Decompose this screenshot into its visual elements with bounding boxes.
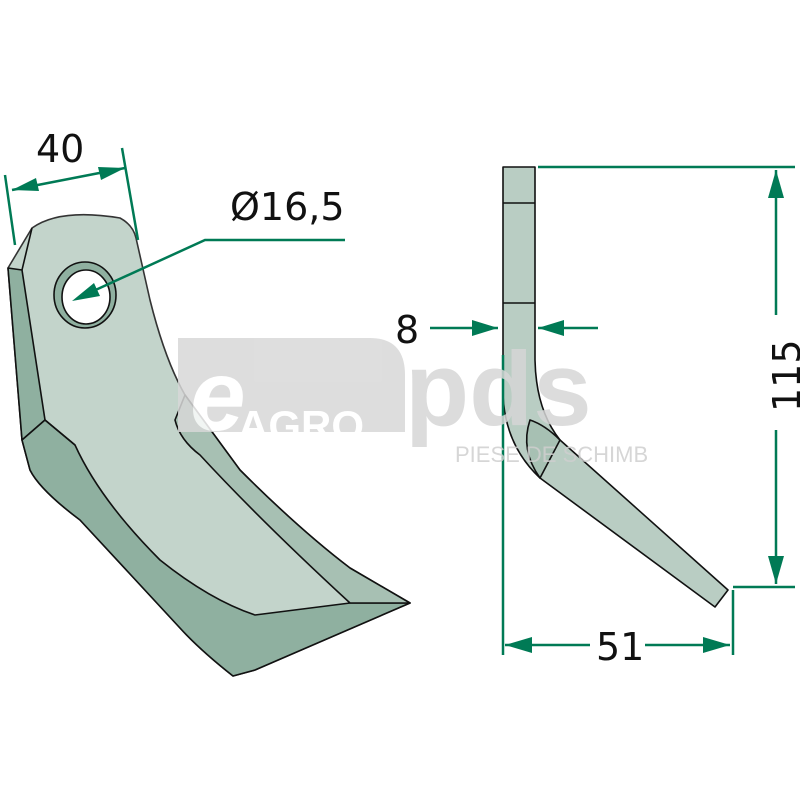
dimension-thickness: 8: [395, 308, 598, 352]
dimension-hole-label: Ø16,5: [230, 185, 345, 229]
watermark-pds: pds: [405, 331, 592, 448]
dimension-thickness-label: 8: [395, 308, 419, 352]
watermark-agro: AGRO: [238, 402, 364, 449]
dimension-hole: Ø16,5: [72, 185, 345, 301]
blade-side-view: [502, 166, 729, 608]
dimension-width: 40: [3, 127, 140, 246]
dimension-offset: 51: [501, 355, 735, 669]
dimension-offset-label: 51: [596, 625, 644, 669]
dimension-width-label: 40: [36, 127, 84, 171]
watermark-e: e: [190, 340, 246, 452]
dimension-height: 115: [538, 165, 800, 589]
watermark-logo: e AGRO pds PIESE DE SCHIMB: [178, 331, 648, 467]
dimension-height-label: 115: [765, 339, 800, 412]
watermark-tagline: PIESE DE SCHIMB: [455, 442, 648, 467]
